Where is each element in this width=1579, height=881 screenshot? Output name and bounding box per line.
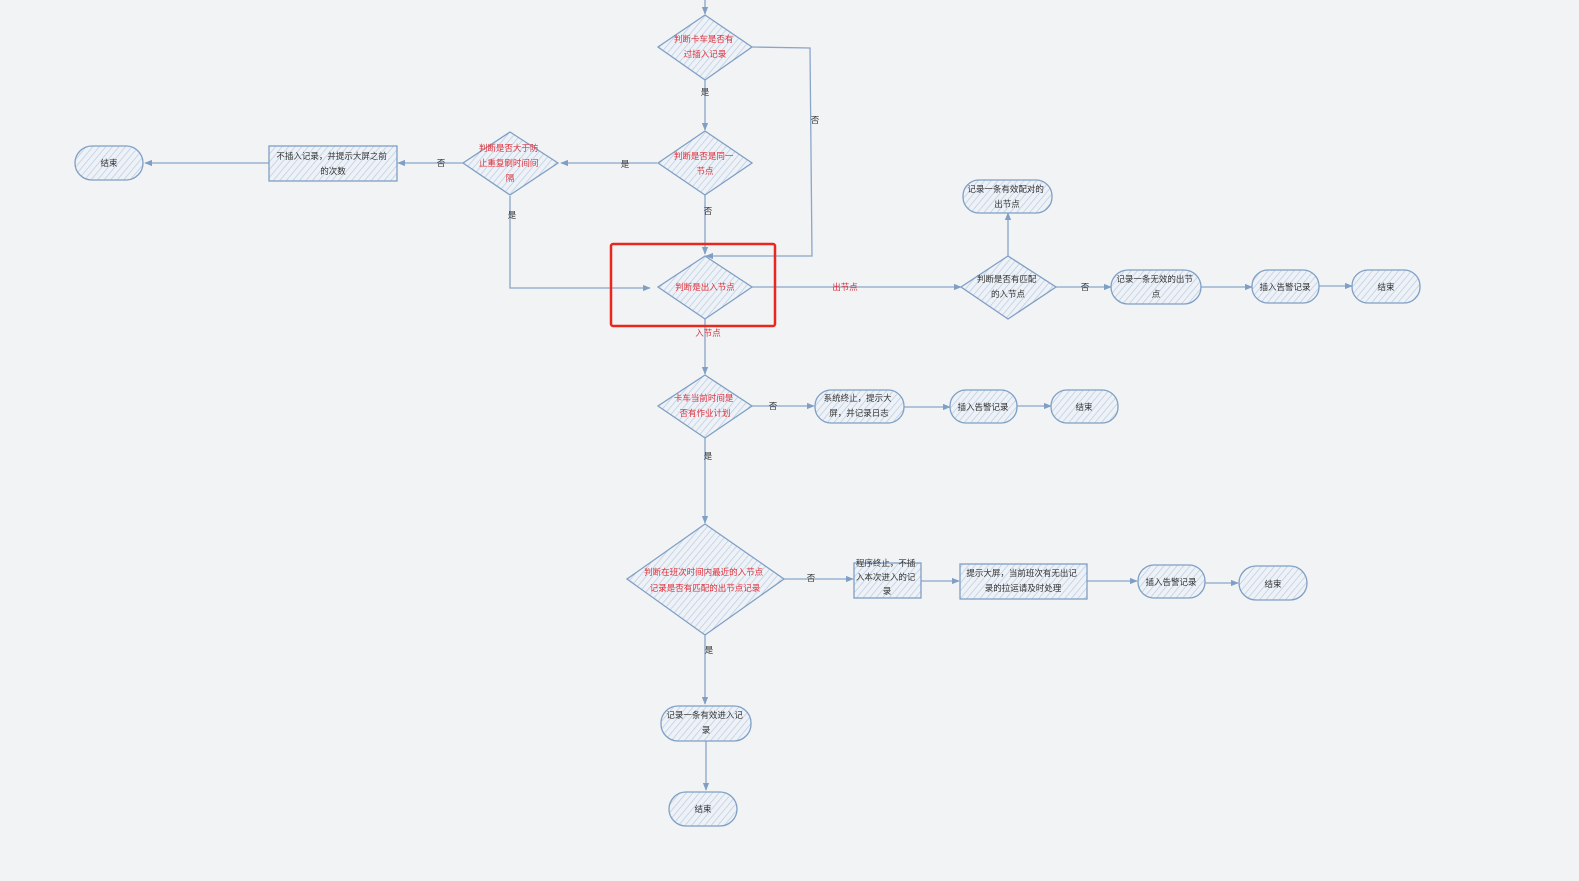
process-program-stop: 程序终止，不插 入本次进入的记 录: [853, 558, 922, 599]
terminal-end-2: 结束: [1050, 389, 1119, 424]
process-prompt-screen: 提示大屏，当前班次有无出记 录的拉运请及时处理: [959, 563, 1088, 600]
svg-text:插入告警记录: 插入告警记录: [1145, 577, 1197, 588]
terminal-end-4: 结束: [668, 791, 738, 827]
edge-label-d2-no: 否: [704, 207, 713, 217]
process-system-stop: 系统终止，提示大 屏，并记录日志: [814, 389, 905, 424]
decision-text: 判断是否是同一 节点: [674, 151, 736, 177]
edge-label-d3-yes: 是: [508, 211, 517, 221]
process-insert-alarm-1: 插入告警记录: [1251, 269, 1320, 304]
terminal-end-3: 结束: [1238, 565, 1308, 601]
edge-d3-d4: [509, 196, 651, 292]
decision-shift-matching: 判断在班次时间内最近的入节点 记录是否有匹配的出节点记录: [625, 523, 786, 636]
edge-label-d7-no: 否: [807, 574, 816, 584]
decision-text: 判断是否有匹配 的入节点: [977, 274, 1039, 300]
decision-in-out-node: 判断是出入节点: [656, 255, 754, 320]
svg-text:提示大屏，当前班次有无出记 录的拉运请及时处: 提示大屏，当前班次有无出记 录的拉运请及时处理: [966, 568, 1079, 594]
process-insert-alarm-3: 插入告警记录: [1137, 564, 1206, 599]
decision-text: 判断在班次时间内最近的入节点 记录是否有匹配的出节点记录: [644, 567, 766, 594]
svg-text:插入告警记录: 插入告警记录: [957, 402, 1009, 413]
svg-text:不插入记录，并提示大屏之前 的次数: 不插入记录，并提示大屏之前 的次数: [276, 151, 389, 177]
edge-labels: 是 否 是 否 否 是 出节点 入节点 否 否 是 否 是: [437, 88, 1090, 656]
svg-text:结束: 结束: [1377, 282, 1395, 293]
decision-same-node: 判断是否是同一 节点: [656, 130, 754, 196]
decision-repeat-interval: 判断是否大于防 止重复刷时间间 隔: [461, 131, 560, 196]
edge-label-d1-yes: 是: [701, 88, 710, 98]
decision-work-plan: 卡车当前时间是 否有作业计划: [656, 374, 754, 439]
decision-text: 卡车当前时间是 否有作业计划: [674, 393, 736, 419]
svg-text:系统终止，提示大 屏，并记录日志: 系统终止，提示大 屏，并记录日志: [824, 393, 895, 419]
svg-text:结束: 结束: [1075, 402, 1093, 413]
svg-text:结束: 结束: [694, 804, 712, 815]
edges: [144, 0, 1353, 791]
process-insert-alarm-2: 插入告警记录: [949, 389, 1018, 424]
decision-truck-insert-record: 判断卡车是否有 过插入记录: [656, 14, 754, 81]
edge-d1-d4-no: [705, 46, 813, 260]
terminal-end-1: 结束: [1351, 269, 1421, 304]
decisions: 判断卡车是否有 过插入记录 判断是否是同一 节点 判断是否大于防 止重复刷时间间…: [461, 14, 1058, 636]
terminal-end-left: 结束: [74, 145, 144, 181]
svg-text:记录一条有效配对的 出节点: 记录一条有效配对的 出节点: [967, 184, 1046, 210]
svg-text:程序终止，不插 入本次进入的记: 程序终止，不插 入本次进入的记 录: [856, 558, 918, 597]
svg-text:插入告警记录: 插入告警记录: [1259, 282, 1311, 293]
svg-text:结束: 结束: [100, 158, 118, 169]
svg-text:记录一条有效进入记 录: 记录一条有效进入记 录: [666, 710, 745, 736]
process-record-valid-in: 记录一条有效进入记 录: [660, 705, 752, 742]
edge-label-d1-no: 否: [811, 116, 820, 126]
decision-text: 判断是出入节点: [675, 282, 735, 293]
decision-matching-in-node: 判断是否有匹配 的入节点: [959, 255, 1058, 320]
process-no-insert: 不插入记录，并提示大屏之前 的次数: [268, 145, 398, 182]
process-record-invalid-out: 记录一条无效的出节 点: [1110, 269, 1202, 305]
decision-text: 判断卡车是否有 过插入记录: [674, 34, 736, 60]
edge-label-d4-out: 出节点: [832, 282, 858, 293]
edge-label-d2-yes: 是: [621, 160, 630, 170]
edge-label-d3-no: 否: [437, 159, 446, 169]
process-record-valid-out: 记录一条有效配对的 出节点: [962, 179, 1053, 214]
edge-label-d6-no: 否: [769, 402, 778, 412]
highlight-box: [609, 242, 777, 328]
edge-label-d4-in: 入节点: [695, 329, 721, 339]
edge-label-d6-yes: 是: [704, 452, 713, 462]
svg-text:记录一条无效的出节 点: 记录一条无效的出节 点: [1116, 274, 1195, 300]
edge-label-d5-no: 否: [1081, 283, 1090, 293]
nodes: 结束 不插入记录，并提示大屏之前 的次数 记录一条有效配对的 出节点 记录一条无…: [74, 145, 1421, 827]
edge-label-d7-yes: 是: [705, 646, 714, 656]
svg-text:结束: 结束: [1264, 579, 1282, 590]
decision-text: 判断是否大于防 止重复刷时间间 隔: [479, 143, 541, 184]
